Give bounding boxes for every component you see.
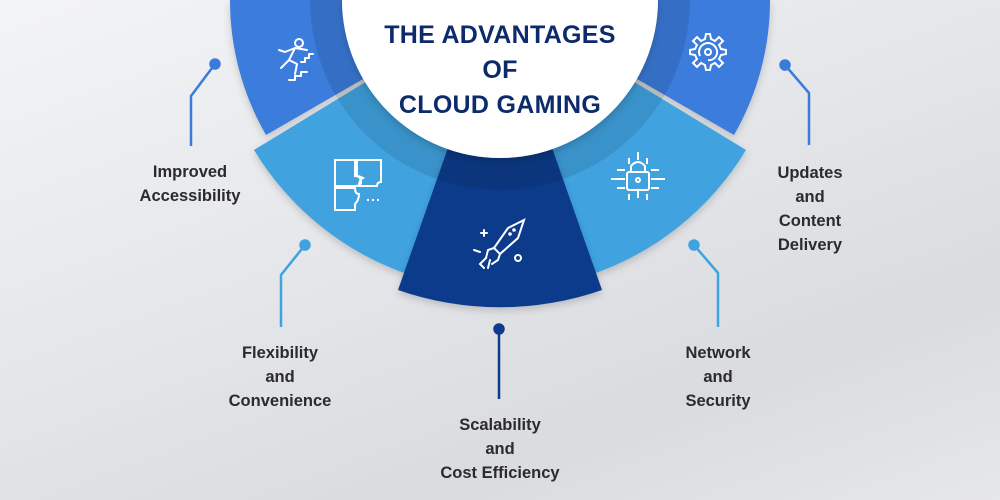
connector-flexibility-convenience (279, 239, 311, 327)
label-improved-accessibility: Improved Accessibility (139, 163, 241, 205)
connector-improved-accessibility (189, 58, 221, 146)
gear-refresh-icon (689, 33, 727, 71)
label-flexibility-convenience: Flexibility and Convenience (228, 344, 332, 410)
circuit-lock-icon (611, 152, 665, 200)
puzzle-icon (334, 159, 382, 211)
label-network-security: Network and Security (685, 344, 751, 410)
person-climbing-stairs-icon (278, 38, 314, 81)
connector-updates-content (779, 59, 811, 145)
title-line-1: THE ADVANTAGES (384, 21, 616, 49)
title-line-3: CLOUD GAMING (398, 91, 602, 119)
label-updates-content: Updates and Content Delivery (777, 164, 843, 254)
diagram-title: THE ADVANTAGES OF CLOUD GAMING (350, 18, 650, 123)
title-circle (342, 0, 658, 158)
connector-network-security (688, 239, 720, 327)
title-line-2: OF (482, 56, 518, 84)
label-scalability-cost: Scalability and Cost Efficiency (440, 416, 560, 482)
rocket-icon (473, 218, 526, 269)
connector-scalability-cost (493, 323, 505, 399)
